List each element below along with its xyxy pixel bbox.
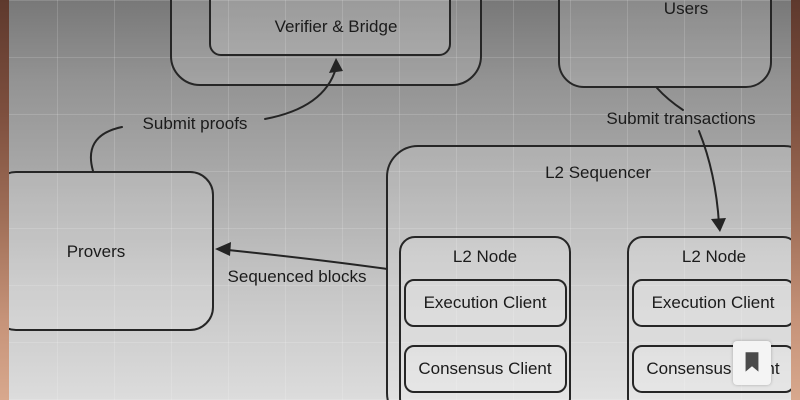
submit-proofs-edge-label: Submit proofs (142, 114, 248, 133)
l2-node-right-label: L2 Node (681, 247, 747, 266)
provers-label: Provers (66, 242, 126, 261)
verifier-bridge-label: Verifier & Bridge (274, 17, 398, 36)
l2-node-left-label: L2 Node (452, 247, 518, 266)
execution-client-left-label: Execution Client (423, 293, 547, 312)
l2-sequencer-label: L2 Sequencer (545, 163, 651, 182)
watermark-logo (733, 341, 771, 385)
right-edge-tint (791, 0, 800, 400)
consensus-client-left-box (404, 345, 567, 393)
left-edge-tint (0, 0, 9, 400)
bookmark-flag-icon (745, 352, 759, 372)
users-label: Users (663, 0, 709, 18)
l2-node-left-box (399, 236, 571, 400)
consensus-client-left-label: Consensus Client (418, 359, 552, 378)
users-box (558, 0, 772, 88)
sequenced-blocks-edge-label: Sequenced blocks (227, 267, 367, 286)
execution-client-right-box (632, 279, 795, 327)
execution-client-left-box (404, 279, 567, 327)
execution-client-right-label: Execution Client (651, 293, 775, 312)
provers-box (0, 171, 214, 331)
l2-sequencer-container (386, 145, 800, 400)
submit-transactions-edge-label: Submit transactions (606, 109, 756, 128)
verifier-bridge-box (209, 0, 451, 56)
